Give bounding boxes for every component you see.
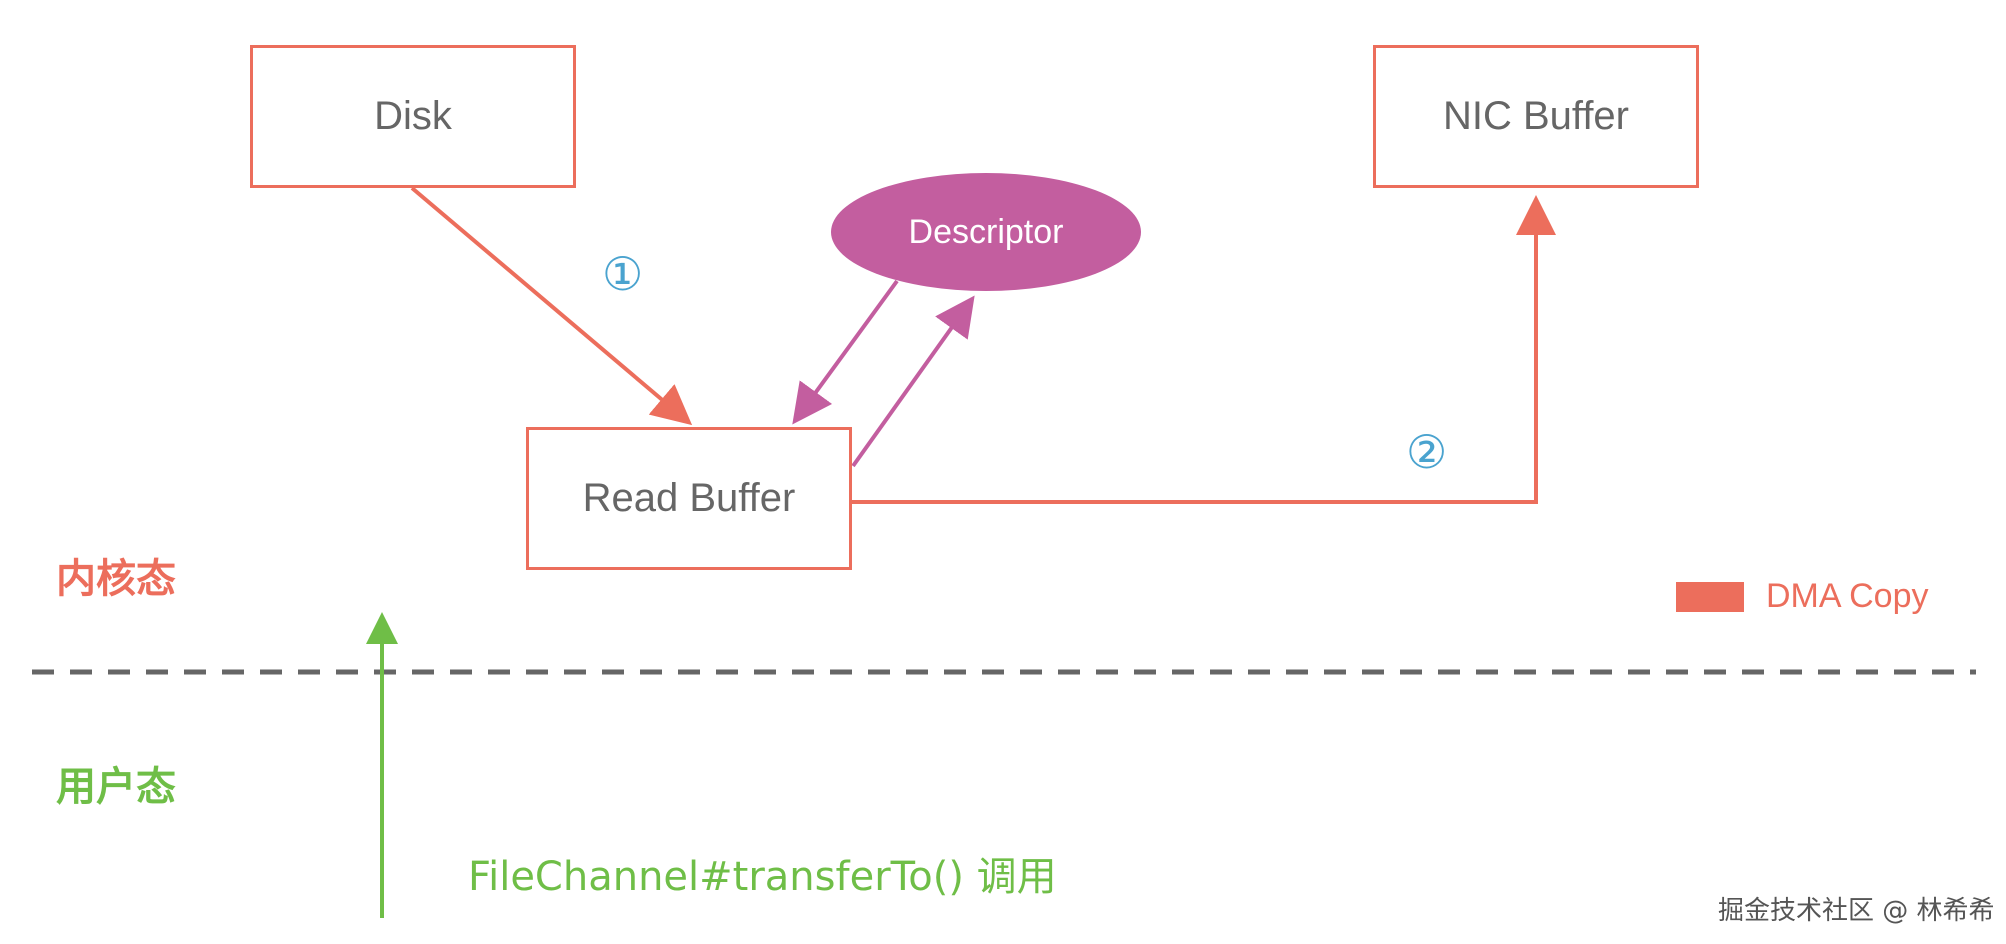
read-buffer-label: Read Buffer xyxy=(582,476,796,520)
arrow-read-buffer-to-nic-buffer xyxy=(852,195,1556,504)
arrow-disk-to-read-buffer xyxy=(410,186,693,426)
descriptor-node: Descriptor xyxy=(831,173,1141,291)
nic-buffer-node: NIC Buffer xyxy=(1373,45,1699,188)
user-space-label: 用户态 xyxy=(56,764,176,810)
dma-copy-legend-label: DMA Copy xyxy=(1766,577,1929,615)
arrow-read-buffer-to-descriptor xyxy=(851,295,975,468)
nic-buffer-label: NIC Buffer xyxy=(1443,94,1629,138)
transfer-to-call-label: FileChannel#transferTo() 调用 xyxy=(468,854,1057,900)
dma-copy-legend-swatch xyxy=(1676,582,1744,612)
kernel-space-label: 内核态 xyxy=(56,556,176,602)
arrow-descriptor-to-read-buffer xyxy=(792,279,899,425)
call-arrow-head xyxy=(366,612,398,644)
step-1-marker: ① xyxy=(602,247,644,301)
disk-label: Disk xyxy=(374,94,452,138)
step-2-marker: ② xyxy=(1406,425,1448,479)
read-buffer-node: Read Buffer xyxy=(526,427,852,570)
descriptor-label: Descriptor xyxy=(908,212,1064,251)
watermark: 掘金技术社区 @ 林希希 xyxy=(1718,896,1995,926)
disk-node: Disk xyxy=(250,45,576,188)
